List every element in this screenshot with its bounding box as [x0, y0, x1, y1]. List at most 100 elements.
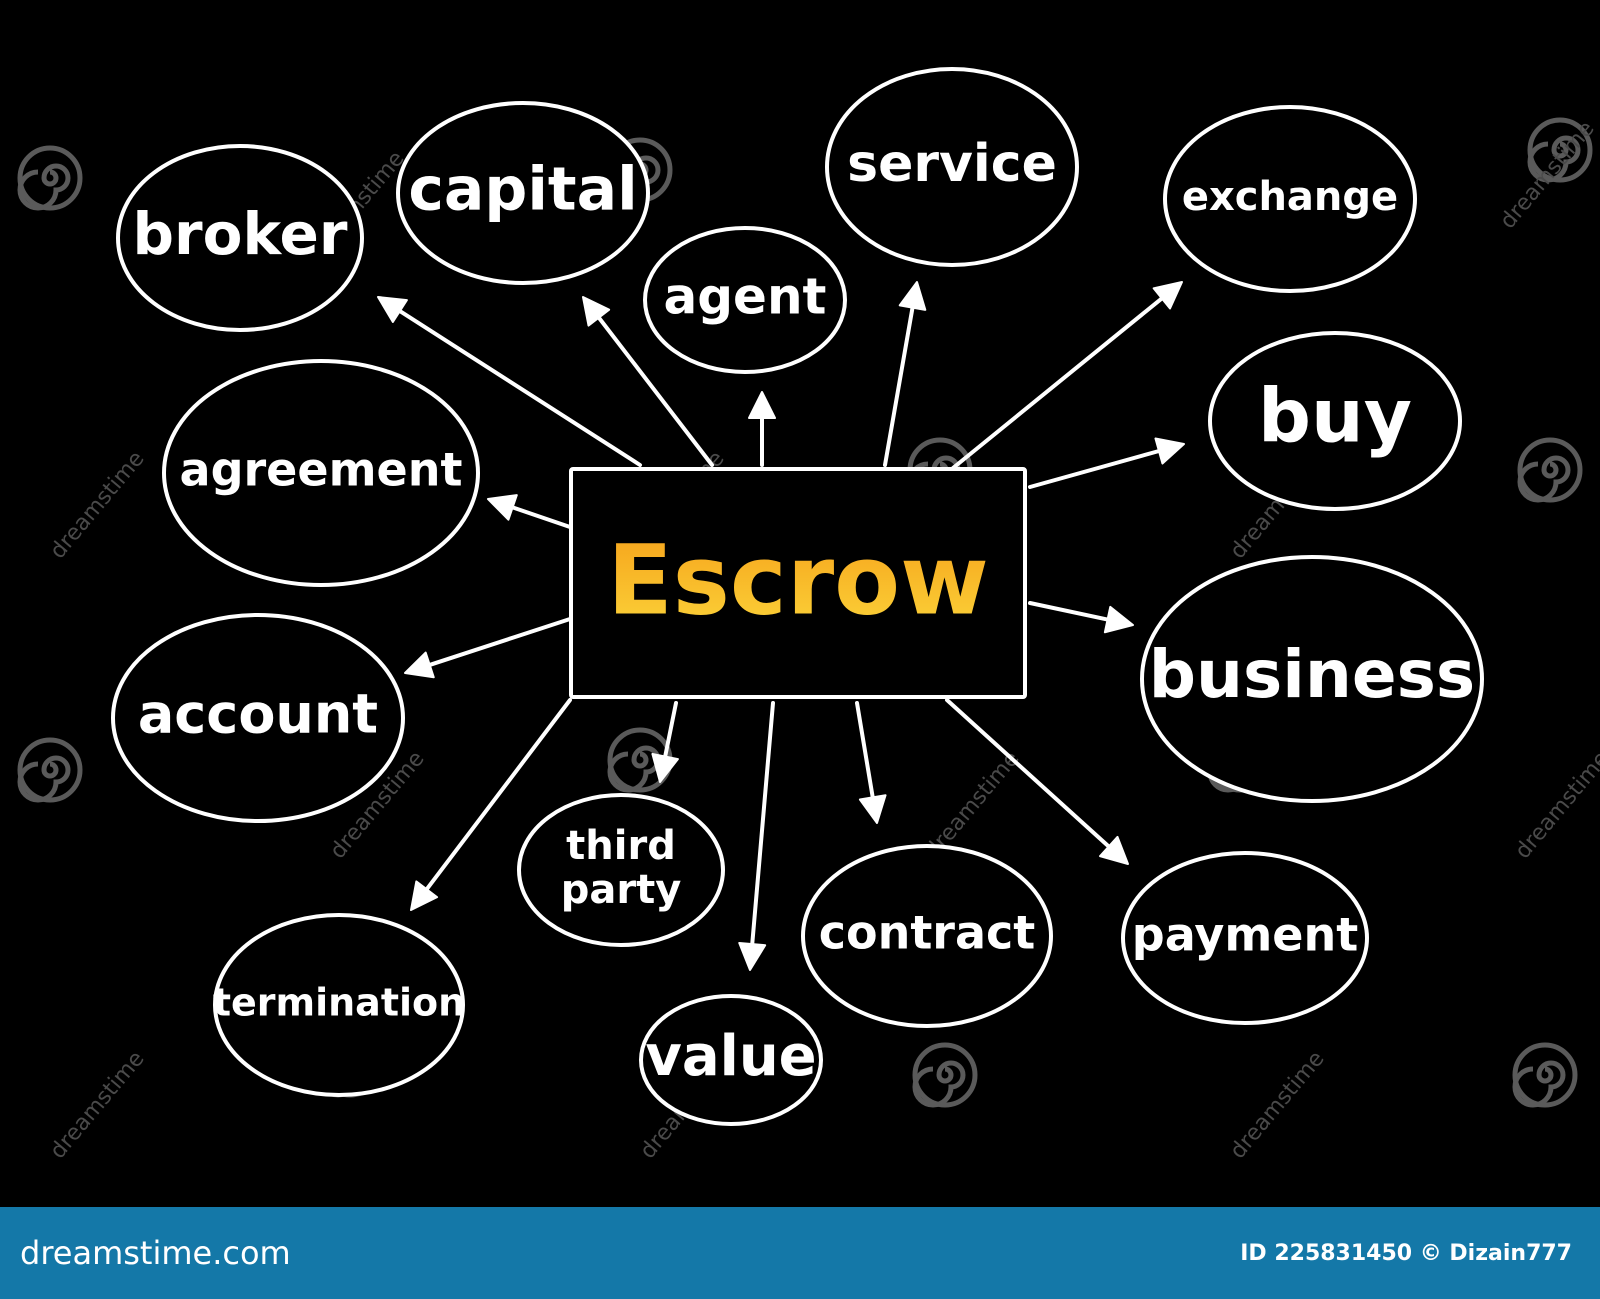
connector-business [1028, 601, 1134, 634]
connector-line [1028, 601, 1110, 622]
connector-agreement [487, 494, 572, 529]
connector-termination [410, 698, 572, 911]
connector-contract [855, 701, 887, 824]
center-box [569, 467, 1027, 699]
arrowhead-icon [1103, 605, 1134, 634]
node-label-line: third [566, 823, 676, 869]
node-ellipse [1121, 851, 1369, 1025]
node-service: service [825, 67, 1079, 267]
node-contract: contract [801, 844, 1053, 1028]
center-node: Escrow [569, 467, 1027, 699]
watermark-text: dreamstime [1510, 747, 1600, 864]
node-ellipse [111, 613, 405, 823]
connector-line [663, 701, 678, 759]
connector-line [951, 296, 1164, 470]
connector-buy [1028, 437, 1185, 489]
watermark-text: dreamstime [45, 1047, 149, 1164]
connector-exchange [951, 281, 1183, 470]
watermark-spiral-icon [17, 737, 83, 803]
footer-site-name: dreamstime.com [20, 1234, 291, 1272]
arrowhead-icon [410, 880, 439, 911]
node-label: business [1149, 636, 1475, 713]
node-ellipse [517, 793, 725, 947]
connector-third-party [651, 701, 679, 783]
arrowhead-icon [404, 651, 435, 679]
watermark-text: dreamstime [45, 447, 149, 564]
watermark-spiral-icon [1512, 1042, 1578, 1108]
arrowhead-icon [1154, 437, 1185, 465]
arrowhead-icon [1099, 835, 1129, 865]
node-buy: buy [1208, 331, 1462, 511]
node-ellipse [116, 144, 364, 332]
connector-value [738, 701, 775, 971]
node-value: value [639, 994, 823, 1126]
node-layer: broker capital agent service exchange buy agre… [111, 67, 1484, 1126]
node-label: agent [664, 268, 827, 326]
node-ellipse [801, 844, 1053, 1028]
footer-credit: ID 225831450 © Dizain777 [1240, 1240, 1572, 1266]
connector-line [596, 315, 714, 467]
node-label-line: party [561, 867, 682, 913]
watermark-text: dreamstime [1225, 1047, 1329, 1164]
arrowhead-icon [487, 494, 518, 521]
watermark-text: dreamstime [1495, 117, 1599, 234]
node-ellipse [643, 226, 847, 374]
node-agreement: agreement [162, 359, 480, 587]
arrowhead-icon [738, 941, 767, 971]
node-label: exchange [1182, 174, 1398, 220]
node-ellipse [825, 67, 1079, 267]
node-business: business [1140, 555, 1484, 803]
watermark-spiral-icon [912, 1042, 978, 1108]
node-ellipse [1163, 105, 1417, 293]
node-label: payment [1132, 908, 1358, 962]
connector-line [883, 305, 915, 467]
node-broker: broker [116, 144, 364, 332]
arrowhead-icon [582, 296, 611, 327]
node-agent: agent [643, 226, 847, 374]
connector-broker [377, 296, 642, 467]
node-exchange: exchange [1163, 105, 1417, 293]
connector-service [883, 281, 927, 467]
node-payment: payment [1121, 851, 1369, 1025]
connector-layer [377, 281, 1185, 971]
node-label: broker [133, 200, 348, 268]
node-ellipse [213, 913, 465, 1097]
arrowhead-icon [748, 391, 776, 419]
node-termination: termination [213, 913, 465, 1097]
footer-bar: dreamstime.com ID 225831450 © Dizain777 [0, 1207, 1600, 1299]
connector-line [855, 701, 875, 800]
node-label: agreement [180, 443, 463, 497]
connector-line [397, 309, 642, 467]
arrowhead-icon [898, 281, 927, 311]
watermark-spiral-icon [1517, 437, 1583, 503]
node-capital: capital [396, 101, 650, 285]
arrowhead-icon [377, 296, 408, 323]
node-ellipse [162, 359, 480, 587]
watermark-spiral-icon [17, 145, 83, 211]
connector-account [404, 617, 572, 679]
node-label: capital [408, 155, 637, 225]
mind-map-canvas: dreamstime dreamstime dreamstime dreamstime… [17, 67, 1600, 1164]
node-label: service [847, 134, 1057, 194]
arrowhead-icon [1152, 281, 1183, 310]
arrowhead-icon [651, 752, 679, 783]
connector-payment [945, 698, 1129, 865]
node-account: account [111, 613, 405, 823]
node-label: account [138, 683, 378, 746]
node-ellipse [396, 101, 650, 285]
connector-capital [582, 296, 714, 467]
connector-line [510, 505, 572, 529]
connector-line [945, 698, 1111, 849]
connector-line [1028, 448, 1161, 489]
mind-map-diagram: dreamstime dreamstime dreamstime dreamstime… [17, 67, 1600, 1164]
connector-line [750, 701, 775, 947]
connector-agent [748, 391, 776, 467]
connector-line [427, 617, 572, 667]
node-label: buy [1258, 374, 1412, 460]
node-ellipse [639, 994, 823, 1126]
node-label: value [645, 1024, 816, 1089]
node-ellipse [1208, 331, 1462, 511]
arrowhead-icon [858, 794, 887, 824]
connector-line [424, 698, 572, 892]
